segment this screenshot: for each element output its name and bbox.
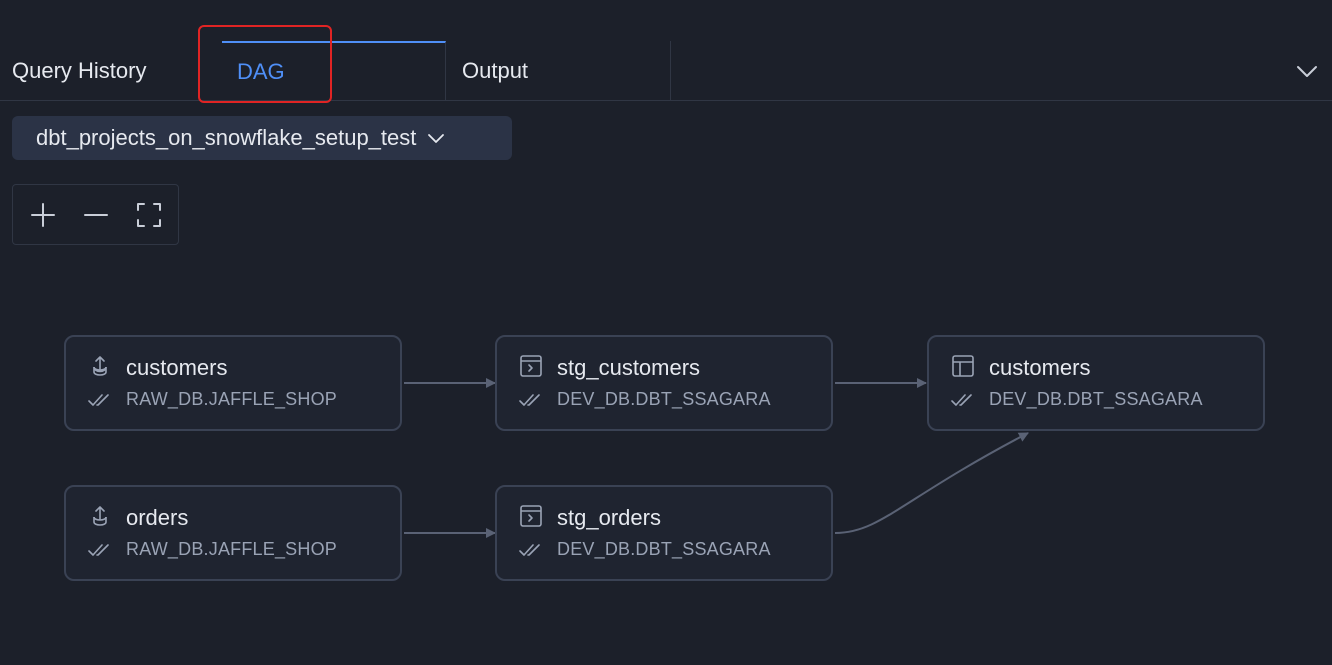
zoom-out-icon[interactable] [82, 201, 110, 229]
double-check-icon [519, 394, 540, 406]
source-upload-icon [93, 356, 107, 376]
node-subtitle: DEV_DB.DBT_SSAGARA [989, 389, 1203, 409]
source-upload-icon [93, 506, 107, 526]
node-subtitle: RAW_DB.JAFFLE_SHOP [126, 539, 337, 559]
tab-dag[interactable]: DAG [222, 41, 446, 100]
chevron-down-icon [428, 134, 445, 143]
double-check-icon [88, 394, 109, 406]
dag-node-customers[interactable]: customers DEV_DB.DBT_SSAGARA [927, 335, 1265, 431]
fit-view-icon[interactable] [135, 201, 163, 229]
top-strip [0, 0, 1332, 42]
node-title: customers [989, 355, 1091, 380]
node-subtitle: DEV_DB.DBT_SSAGARA [557, 389, 771, 409]
node-title: customers [126, 355, 228, 380]
node-title: stg_customers [557, 355, 701, 380]
tab-query-history[interactable]: Query History [12, 57, 147, 83]
zoom-controls [12, 184, 179, 245]
double-check-icon [88, 544, 109, 556]
chevron-down-icon[interactable] [1294, 58, 1320, 84]
node-subtitle: RAW_DB.JAFFLE_SHOP [126, 389, 337, 409]
double-check-icon [519, 544, 540, 556]
zoom-in-icon[interactable] [29, 201, 57, 229]
view-icon [520, 505, 542, 527]
tab-output[interactable]: Output [446, 41, 671, 100]
node-title: orders [126, 505, 189, 530]
double-check-icon [951, 394, 972, 406]
node-title: stg_orders [557, 505, 661, 530]
tab-bar: Query History DAG Output [0, 41, 1332, 101]
project-selector-value: dbt_projects_on_snowflake_setup_test [36, 125, 417, 150]
table-icon [952, 355, 974, 377]
dag-node-source-orders[interactable]: orders RAW_DB.JAFFLE_SHOP [64, 485, 402, 581]
project-selector[interactable]: dbt_projects_on_snowflake_setup_test [12, 116, 512, 160]
dag-node-stg-customers[interactable]: stg_customers DEV_DB.DBT_SSAGARA [495, 335, 833, 431]
view-icon [520, 355, 542, 377]
edge-stg-orders-to-customers [834, 432, 1029, 534]
node-subtitle: DEV_DB.DBT_SSAGARA [557, 539, 771, 559]
dag-node-source-customers[interactable]: customers RAW_DB.JAFFLE_SHOP [64, 335, 402, 431]
dag-node-stg-orders[interactable]: stg_orders DEV_DB.DBT_SSAGARA [495, 485, 833, 581]
